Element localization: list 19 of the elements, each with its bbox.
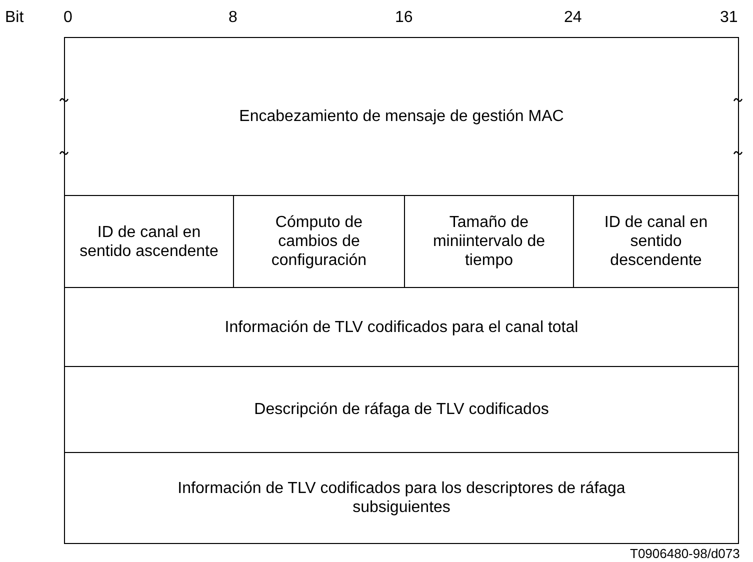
field-box: [64, 452, 739, 544]
field-label: Cómputo de cambios de configuración: [270, 213, 368, 270]
field-label: ID de canal en sentido ascendente: [79, 222, 219, 260]
bit-number: 0: [64, 9, 72, 27]
bit-number: 8: [228, 9, 238, 27]
header-field: [64, 37, 739, 196]
bit-number: 24: [564, 9, 582, 27]
field-box: [64, 287, 739, 367]
field-label: ID de canal en sentido descendente: [603, 213, 709, 270]
field-label: Información de TLV codificados para el canal total: [224, 318, 578, 336]
field-label: Información de TLV codificados para los descriptores de ráfaga subsiguientes: [176, 479, 626, 517]
field-label: Encabezamiento de mensaje de gestión MAC: [239, 107, 564, 126]
bit-number: 31: [720, 9, 738, 27]
field-box: [64, 366, 739, 453]
bit-axis-label: Bit: [5, 9, 24, 27]
bit-number: 16: [395, 9, 413, 27]
field-label: Descripción de ráfaga de TLV codificados: [254, 400, 549, 419]
field-label: Tamaño de miniintervalo de tiempo: [432, 213, 546, 270]
figure-reference: T0906480-98/d073: [630, 546, 740, 561]
